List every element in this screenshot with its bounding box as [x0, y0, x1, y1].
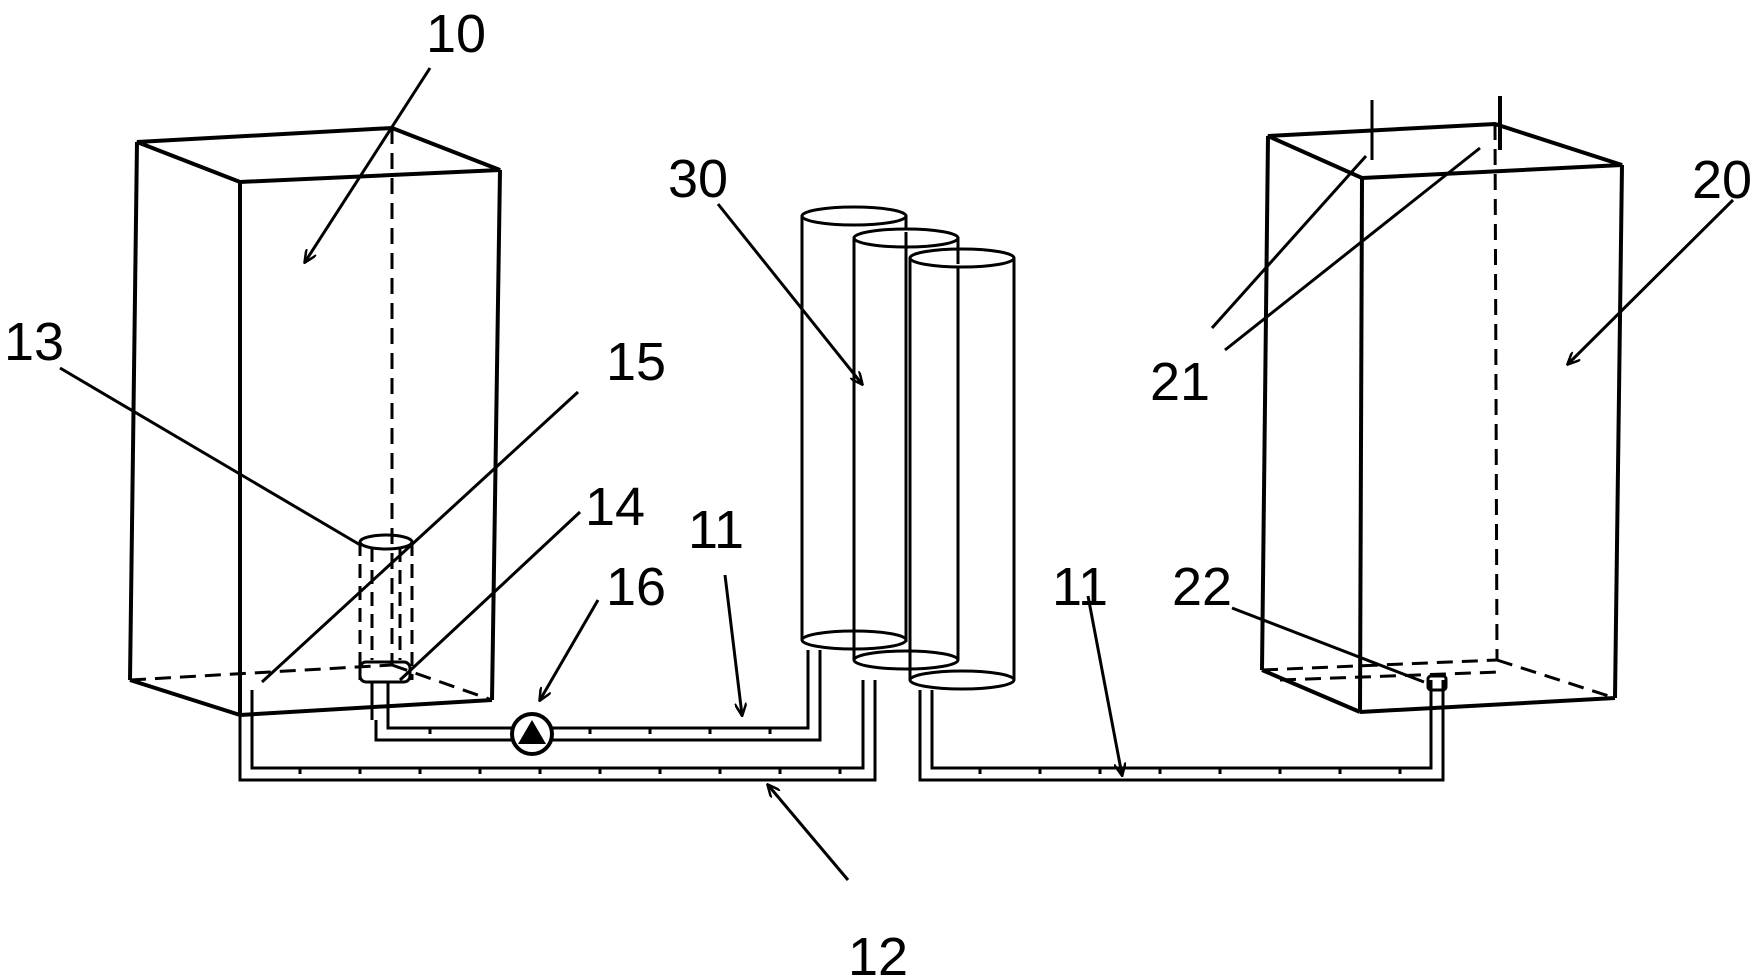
leader-15: [260, 390, 580, 684]
label-11-right: 11: [1052, 557, 1108, 617]
feed-pipe-left: [374, 650, 822, 742]
label-22: 22: [1172, 557, 1232, 617]
arrow-10: [305, 67, 432, 262]
label-12: 12: [848, 927, 908, 979]
pump-icon: [510, 712, 554, 756]
arrow-20: [1568, 198, 1735, 364]
label-21: 21: [1150, 352, 1210, 412]
leader-21a: [1210, 154, 1368, 330]
arrow-16: [540, 599, 600, 700]
label-11-left: 11: [688, 500, 744, 560]
label-16: 16: [606, 557, 666, 617]
label-15: 15: [606, 332, 666, 392]
leader-13: [59, 366, 363, 548]
label-14: 14: [585, 477, 645, 537]
leader-21b: [1224, 146, 1481, 352]
leader-lines: [59, 67, 1735, 881]
right-tank: [1260, 96, 1624, 714]
label-13: 13: [4, 312, 64, 372]
arrow-11-right: [1086, 595, 1122, 775]
leader-22: [1231, 606, 1425, 684]
leader-14: [398, 510, 582, 682]
arrow-11-left: [723, 574, 742, 715]
label-20: 20: [1692, 150, 1752, 210]
float-assembly: [358, 533, 414, 720]
label-10: 10: [426, 4, 486, 64]
main-pipe: [238, 680, 877, 782]
arrow-12: [768, 785, 850, 881]
left-tank: [128, 125, 502, 717]
column-cylinders: [800, 205, 1016, 691]
arrow-30: [716, 203, 862, 384]
feed-pipe-right: [918, 674, 1448, 782]
label-30: 30: [668, 149, 728, 209]
